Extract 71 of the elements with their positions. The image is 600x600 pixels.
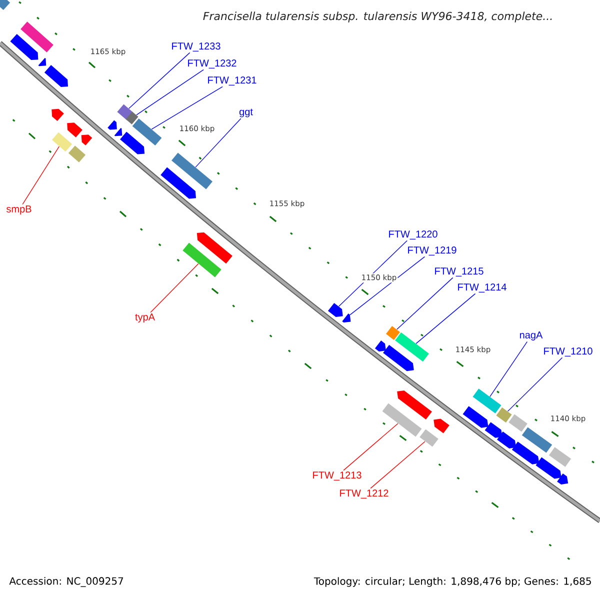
gene-bar [132, 118, 162, 146]
leader-line [507, 357, 563, 412]
gene-block [484, 422, 502, 438]
gene-block [81, 134, 92, 146]
gene-block [38, 58, 46, 66]
gene-block [114, 128, 122, 136]
gene-label: FTW_1231 [208, 76, 256, 86]
gene-block [512, 442, 540, 464]
gene-block [196, 232, 232, 264]
leader-line [396, 277, 454, 330]
gene-block [120, 132, 145, 154]
gene-block [52, 108, 64, 122]
gene-bar [126, 112, 138, 124]
gene-block [67, 122, 82, 138]
gene-label: nagA [520, 332, 543, 340]
gene-bar [420, 429, 438, 447]
gene-label: FTW_1220 [389, 230, 438, 240]
gene-bar [20, 22, 54, 52]
gene-block [160, 167, 196, 199]
gene-bar [172, 152, 212, 190]
gene-label: FTW_1210 [544, 348, 592, 356]
gene-bar [548, 447, 572, 467]
gene-label: smpB [6, 206, 32, 214]
gene-label: ggt [239, 108, 253, 118]
gene-block [434, 418, 450, 434]
gene-bar [382, 403, 422, 437]
gene-label: FTW_1232 [188, 60, 236, 68]
gene-label: FTW_1214 [458, 284, 506, 292]
leader-line [195, 118, 242, 168]
gene-label: FTW_1219 [408, 246, 456, 256]
gene-label: FTW_1233 [172, 42, 220, 52]
gene-bar [117, 104, 133, 120]
gene-block [374, 340, 386, 352]
gene-bar [395, 332, 429, 362]
gene-block [328, 302, 343, 318]
gene-block [397, 390, 432, 420]
leader-line [343, 423, 398, 471]
footer-text: Topology: circular; Length: 1,898,476 bp; Genes: 1,685 [314, 577, 591, 587]
gene-bar [386, 326, 400, 340]
gene-label: typA [135, 314, 155, 322]
gene-block [10, 34, 38, 60]
gene-block [462, 406, 488, 428]
leader-line [370, 441, 426, 489]
gene-bar [472, 388, 502, 414]
gene-bar [68, 146, 86, 162]
gene-block [557, 473, 568, 485]
title: Francisella tularensis subsp. tularensis WY96-3418, complete... [203, 12, 552, 22]
leader-line [490, 341, 528, 398]
gene-block [44, 64, 68, 87]
gene-bar [182, 242, 222, 278]
gene-label: FTW_1213 [313, 472, 362, 480]
gene-block [536, 457, 562, 479]
gene-block [383, 344, 414, 372]
leader-line [416, 293, 476, 344]
gene-bar [0, 0, 10, 10]
gene-block [108, 120, 117, 130]
leader-line [350, 256, 426, 316]
leader-line [128, 52, 190, 109]
gene-label: FTW_1215 [435, 268, 484, 276]
gene-block [342, 313, 351, 323]
gene-bar [508, 414, 528, 432]
leader-line [22, 146, 60, 205]
footer-text: Accession: NC_009257 [9, 577, 124, 587]
gene-block [497, 432, 516, 448]
gene-bar [52, 132, 72, 152]
leader-line [150, 263, 199, 313]
gene-bar [522, 427, 552, 453]
leader-line [151, 86, 223, 130]
gene-label: FTW_1212 [340, 490, 388, 498]
gene-bar [496, 407, 512, 423]
leader-line [136, 69, 204, 116]
